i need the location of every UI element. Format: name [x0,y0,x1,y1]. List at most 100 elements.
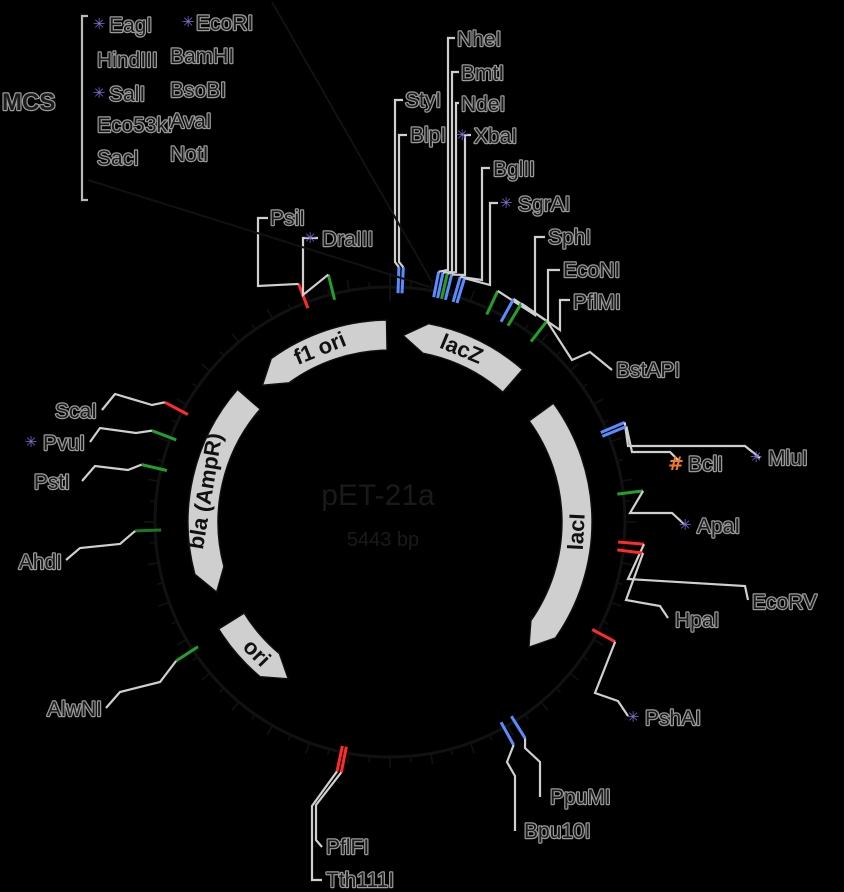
plasmid-backbone [153,285,627,759]
tick-mark [346,279,350,291]
site-mark-bcli [601,425,627,438]
hash-marker-icon: # [668,453,684,475]
tick-mark [506,725,514,736]
site-mark-ecorv [617,540,645,546]
site-mark-ahdi [135,528,162,533]
site-label-bpu10i: Bpu10I [524,820,591,843]
star-marker-icon: ✳ [500,194,513,212]
mcs-label: MCS [2,89,55,116]
mcs-callout-line [87,179,431,288]
restriction-sites: PsiIDraIII✳StyIBlpINheIBmtINdeIXbaI✳BglI… [18,27,819,892]
site-mark-draiii [326,274,337,301]
site-label-bmti: BmtI [461,62,504,85]
site-mark-bglii [451,276,462,303]
tick-mark [266,308,274,319]
tick-mark [231,333,240,343]
site-mark-pvui [151,429,177,442]
tick-mark [346,753,350,765]
tick-mark [569,672,579,681]
site-mark-blpi [400,267,405,294]
site-label-ndei: NdeI [461,93,505,116]
tick-mark [540,701,549,711]
mcs-site-label: SacI [97,147,139,170]
tick-mark [201,363,211,372]
leader-line [393,98,403,268]
leader-line [447,101,459,275]
mcs-bracket [80,14,88,202]
site-mark-mlui [600,420,626,434]
mcs-site-label: BamHI [170,45,234,68]
tick-mark [430,753,434,765]
tick-mark [147,562,159,566]
star-marker-icon: ✳ [93,15,106,33]
leader-line [81,463,142,482]
site-mark-pshai [591,628,616,644]
site-mark-ndei [440,273,449,300]
site-mark-sgrai [455,277,466,304]
tick-mark [158,601,170,607]
tick-mark [621,478,633,482]
leader-line [625,426,681,463]
feature-arrow-ori [217,612,290,680]
site-mark-bstapi [529,320,549,343]
tick-mark [506,308,514,319]
star-marker-icon: ✳ [679,516,692,534]
tick-mark [266,725,274,736]
mcs-site-label: EagI [109,14,152,37]
tick-mark [569,363,579,372]
star-marker-icon: ✳ [304,229,317,247]
star-marker-icon: ✳ [93,84,106,102]
mcs-site-label: SalI [109,83,145,106]
leader-line [442,70,459,274]
site-mark-xbai [443,274,454,301]
leader-line [520,298,570,333]
leader-line [397,133,407,269]
leader-line [546,320,613,371]
star-marker-icon: ✳ [182,13,195,31]
tick-mark [305,742,311,754]
mcs-site-label: EcoRI [196,12,253,35]
site-mark-pflfi [339,746,348,773]
leader-line [623,422,761,459]
feature-label: lacI [563,513,590,551]
site-label-pflfi: PflFI [326,836,369,859]
leader-line [497,235,545,318]
mcs-site-label: Eco53kI [97,114,173,137]
site-mark-hpai [617,548,644,555]
star-marker-icon: ✳ [627,708,640,726]
site-label-pshai: PshAI [645,707,701,730]
site-label-xbai: XbaI [474,125,517,148]
site-mark-econi [499,298,515,323]
site-mark-pflmi [506,302,523,327]
site-label-draiii: DraIII [322,228,373,251]
tick-mark [593,638,604,646]
site-label-alwni: AlwNI [47,698,102,721]
site-label-styi: StyI [405,89,441,112]
leader-line [301,236,330,298]
leader-line [628,490,685,525]
site-label-bcli: BclI [688,453,723,476]
site-label-psti: PstI [34,471,70,494]
site-label-ppumi: PpuMI [550,786,611,809]
site-label-tth111i: Tth111I [326,869,394,892]
site-mark-alwni [175,645,199,663]
leader-line [624,552,669,619]
mcs-site-label: HindIII [97,49,158,72]
leader-line [65,530,136,561]
leader-line [626,543,750,601]
site-mark-apai [617,489,644,496]
tick-mark [621,562,633,566]
site-label-pflmi: PflMI [573,291,621,314]
leader-line [438,36,455,273]
tick-mark [158,437,170,443]
leader-line [310,770,338,882]
feature-arrow-lacz [401,322,524,394]
site-mark-nhei [432,271,441,298]
leader-line [460,166,490,282]
leader-line [101,392,166,411]
site-label-bstapi: BstAPI [616,359,680,382]
feature-arrow-bla-ampr [187,388,262,594]
site-label-scai: ScaI [55,400,97,423]
site-mark-sphi [485,290,500,316]
